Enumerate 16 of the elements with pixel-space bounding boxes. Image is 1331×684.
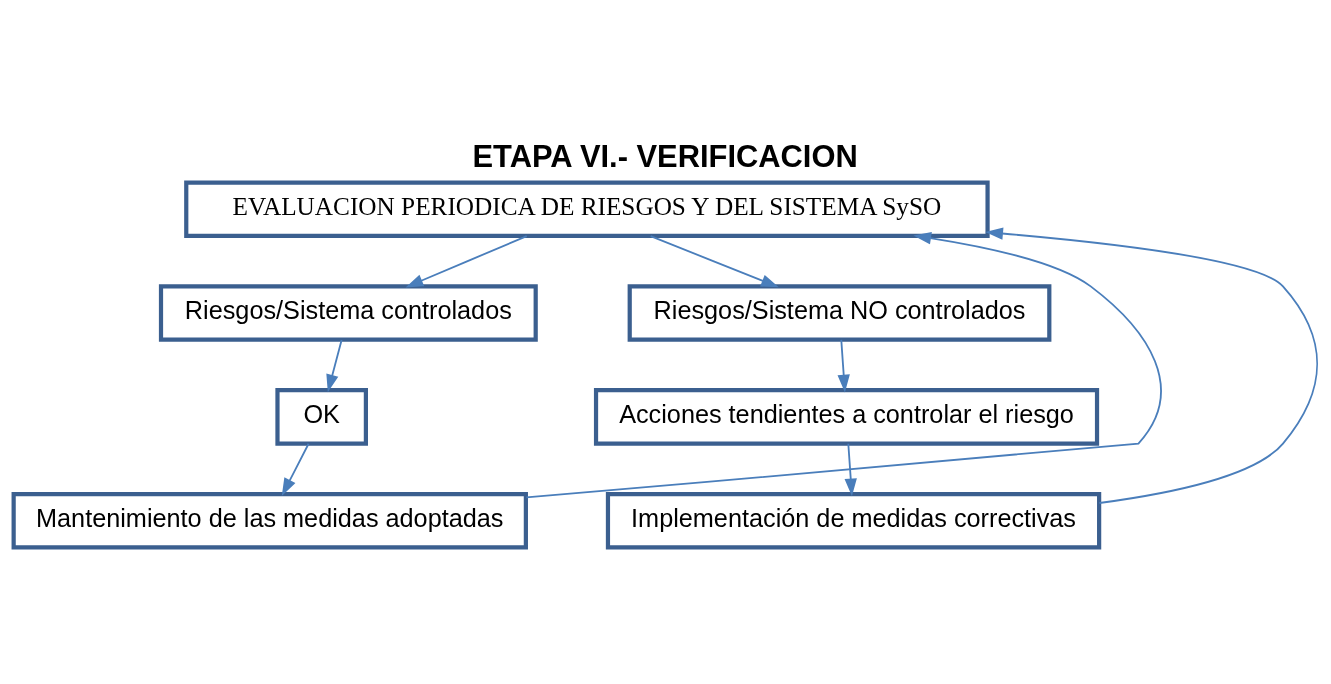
node-box: EVALUACION PERIODICA DE RIESGOS Y DEL SISTEMA SySO <box>184 179 990 238</box>
node-box: Mantenimiento de las medidas adoptadas <box>11 491 528 549</box>
arrow <box>405 234 528 287</box>
arrow <box>837 338 850 392</box>
node-box: Riesgos/Sistema NO controlados <box>627 283 1052 342</box>
arrow <box>525 231 1162 498</box>
node-box: Implementación de medidas correctivas <box>605 491 1102 549</box>
arrow <box>281 442 310 496</box>
arrow <box>326 338 343 392</box>
arrow <box>649 234 779 287</box>
node-box: OK <box>275 387 368 446</box>
node-box: Acciones tendientes a controlar el riesgo <box>593 387 1100 446</box>
arrow <box>985 226 1319 504</box>
node-box: Riesgos/Sistema controlados <box>158 283 538 342</box>
arrow <box>844 442 857 496</box>
diagram-title: ETAPA VI.- VERIFICACION <box>472 138 858 174</box>
